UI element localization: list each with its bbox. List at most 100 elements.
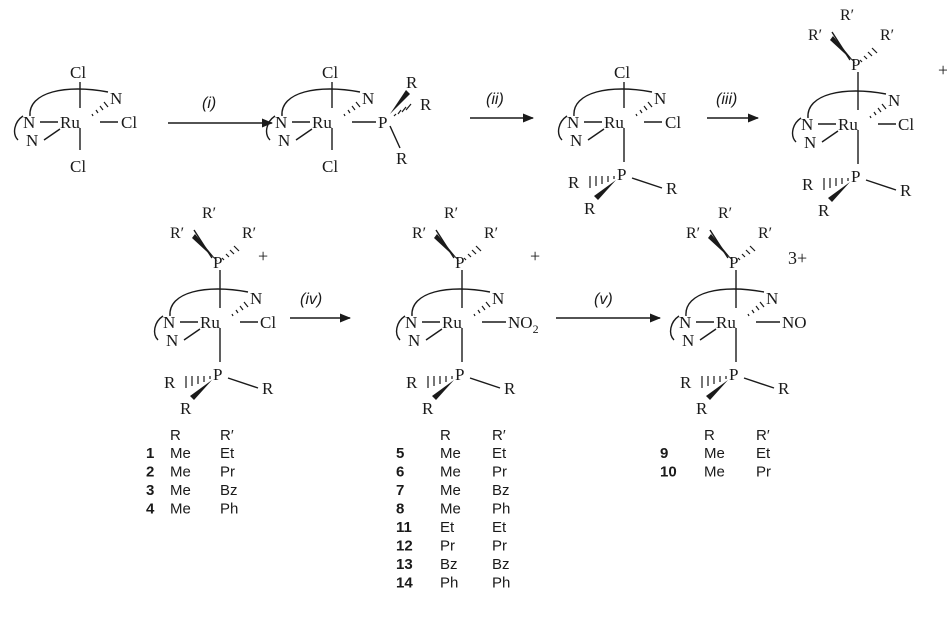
rp-label-1: R′ [202,205,216,222]
ru-label: Ru [312,113,332,132]
n-left-label: N [567,113,579,132]
n-right-label: N [492,289,504,308]
compound-number: 1 [146,445,154,462]
substituent-rp: Et [492,445,507,462]
compound-number: 12 [396,538,413,555]
n-lower-label: N [804,133,816,152]
r-label-2: R [180,399,192,418]
ru-label: Ru [604,113,624,132]
r-label-1: R [802,175,814,194]
p-bottom-label: P [455,365,464,384]
substituent-rp: Pr [492,464,507,481]
p-top-label: P [455,253,464,272]
table-header-r: R [704,427,715,444]
step-label-v: (v) [594,291,613,308]
r-label-3: R [262,379,274,398]
compound-number: 7 [396,482,404,499]
n-lower-label: N [166,331,178,350]
r-label-3: R [666,179,678,198]
n-right-label: N [250,289,262,308]
cl-right-label: Cl [898,115,914,134]
r-label-2: R [818,201,830,220]
table-header-rp: R′ [756,427,770,444]
rp-label-1: R′ [840,7,854,24]
cl-right-label: Cl [121,113,137,132]
substituent-r: Me [440,445,461,462]
compound-number: 8 [396,501,404,518]
n-left-label: N [801,115,813,134]
compound-phosphine-intermediate: Cl N N N Ru P R R R Cl [265,63,432,176]
n-right-label: N [766,289,778,308]
rp-label-3: R′ [484,225,498,242]
substituent-rp: Bz [492,482,510,499]
n-right-label: N [362,89,374,108]
substituent-r: Me [170,445,191,462]
substituent-r: Me [170,482,191,499]
substituent-rp: Bz [492,556,510,573]
substituent-rp: Bz [220,482,238,499]
rp-label-2: R′ [686,225,700,242]
substituent-r: Me [704,445,725,462]
table-header-rp: R′ [220,427,234,444]
cl-right-label: Cl [260,313,276,332]
substituent-rp: Ph [492,575,510,592]
compound-number: 10 [660,464,677,481]
step-arrow-v: (v) [556,291,662,323]
ru-label: Ru [442,313,462,332]
substituent-r: Me [170,464,191,481]
compound-number: 6 [396,464,404,481]
ru-label: Ru [200,313,220,332]
rp-label-1: R′ [444,205,458,222]
compound-number: 14 [396,575,413,592]
p-bottom-label: P [729,365,738,384]
r-label-3: R [396,149,408,168]
r-label-2: R [584,199,596,218]
r-label-2: R [422,399,434,418]
cl-bottom-label: Cl [322,157,338,176]
r-label-1: R [406,73,418,92]
rp-label-3: R′ [880,27,894,44]
ru-label: Ru [838,115,858,134]
rp-label-2: R′ [170,225,184,242]
step-label-ii: (ii) [486,91,504,108]
compound-number: 11 [396,519,412,536]
n-right-label: N [888,91,900,110]
substituent-r: Ph [440,575,458,592]
p-bottom-label: P [213,365,222,384]
substituent-rp: Pr [220,464,235,481]
r-label-3: R [504,379,516,398]
substituent-r: Me [704,464,725,481]
step-label-iii: (iii) [716,91,737,108]
n-left-label: N [275,113,287,132]
compound-number: 13 [396,556,413,573]
substituent-r: Me [440,482,461,499]
cl-bottom-label: Cl [70,157,86,176]
substituent-r: Bz [440,556,458,573]
cl-top-label: Cl [70,63,86,82]
substituent-rp: Pr [756,464,771,481]
no2-label: NO2 [508,313,539,336]
substituent-r: Me [170,501,191,518]
compound-nitro-cation: R′ R′ R′ P N N N Ru NO2 P R R R + [395,205,540,418]
compound-number: 3 [146,482,154,499]
table-header-r: R [170,427,181,444]
r-label-3: R [778,379,790,398]
r-label-3: R [900,181,912,200]
p-top-label: P [851,55,860,74]
rp-label-2: R′ [808,27,822,44]
ru-label: Ru [60,113,80,132]
cl-right-label: Cl [665,113,681,132]
substituent-r: Me [440,464,461,481]
step-arrow-ii: (ii) [470,91,535,123]
step-arrow-iv: (iv) [290,291,352,323]
p-top-label: P [729,253,738,272]
step-label-iv: (iv) [300,291,322,308]
compound-chloride-cation: R′ R′ R′ P N N N Ru Cl P R R R + [153,205,276,418]
rp-label-2: R′ [412,225,426,242]
substituent-rp: Pr [492,538,507,555]
r-label-1: R [406,373,418,392]
ru-label: Ru [716,313,736,332]
